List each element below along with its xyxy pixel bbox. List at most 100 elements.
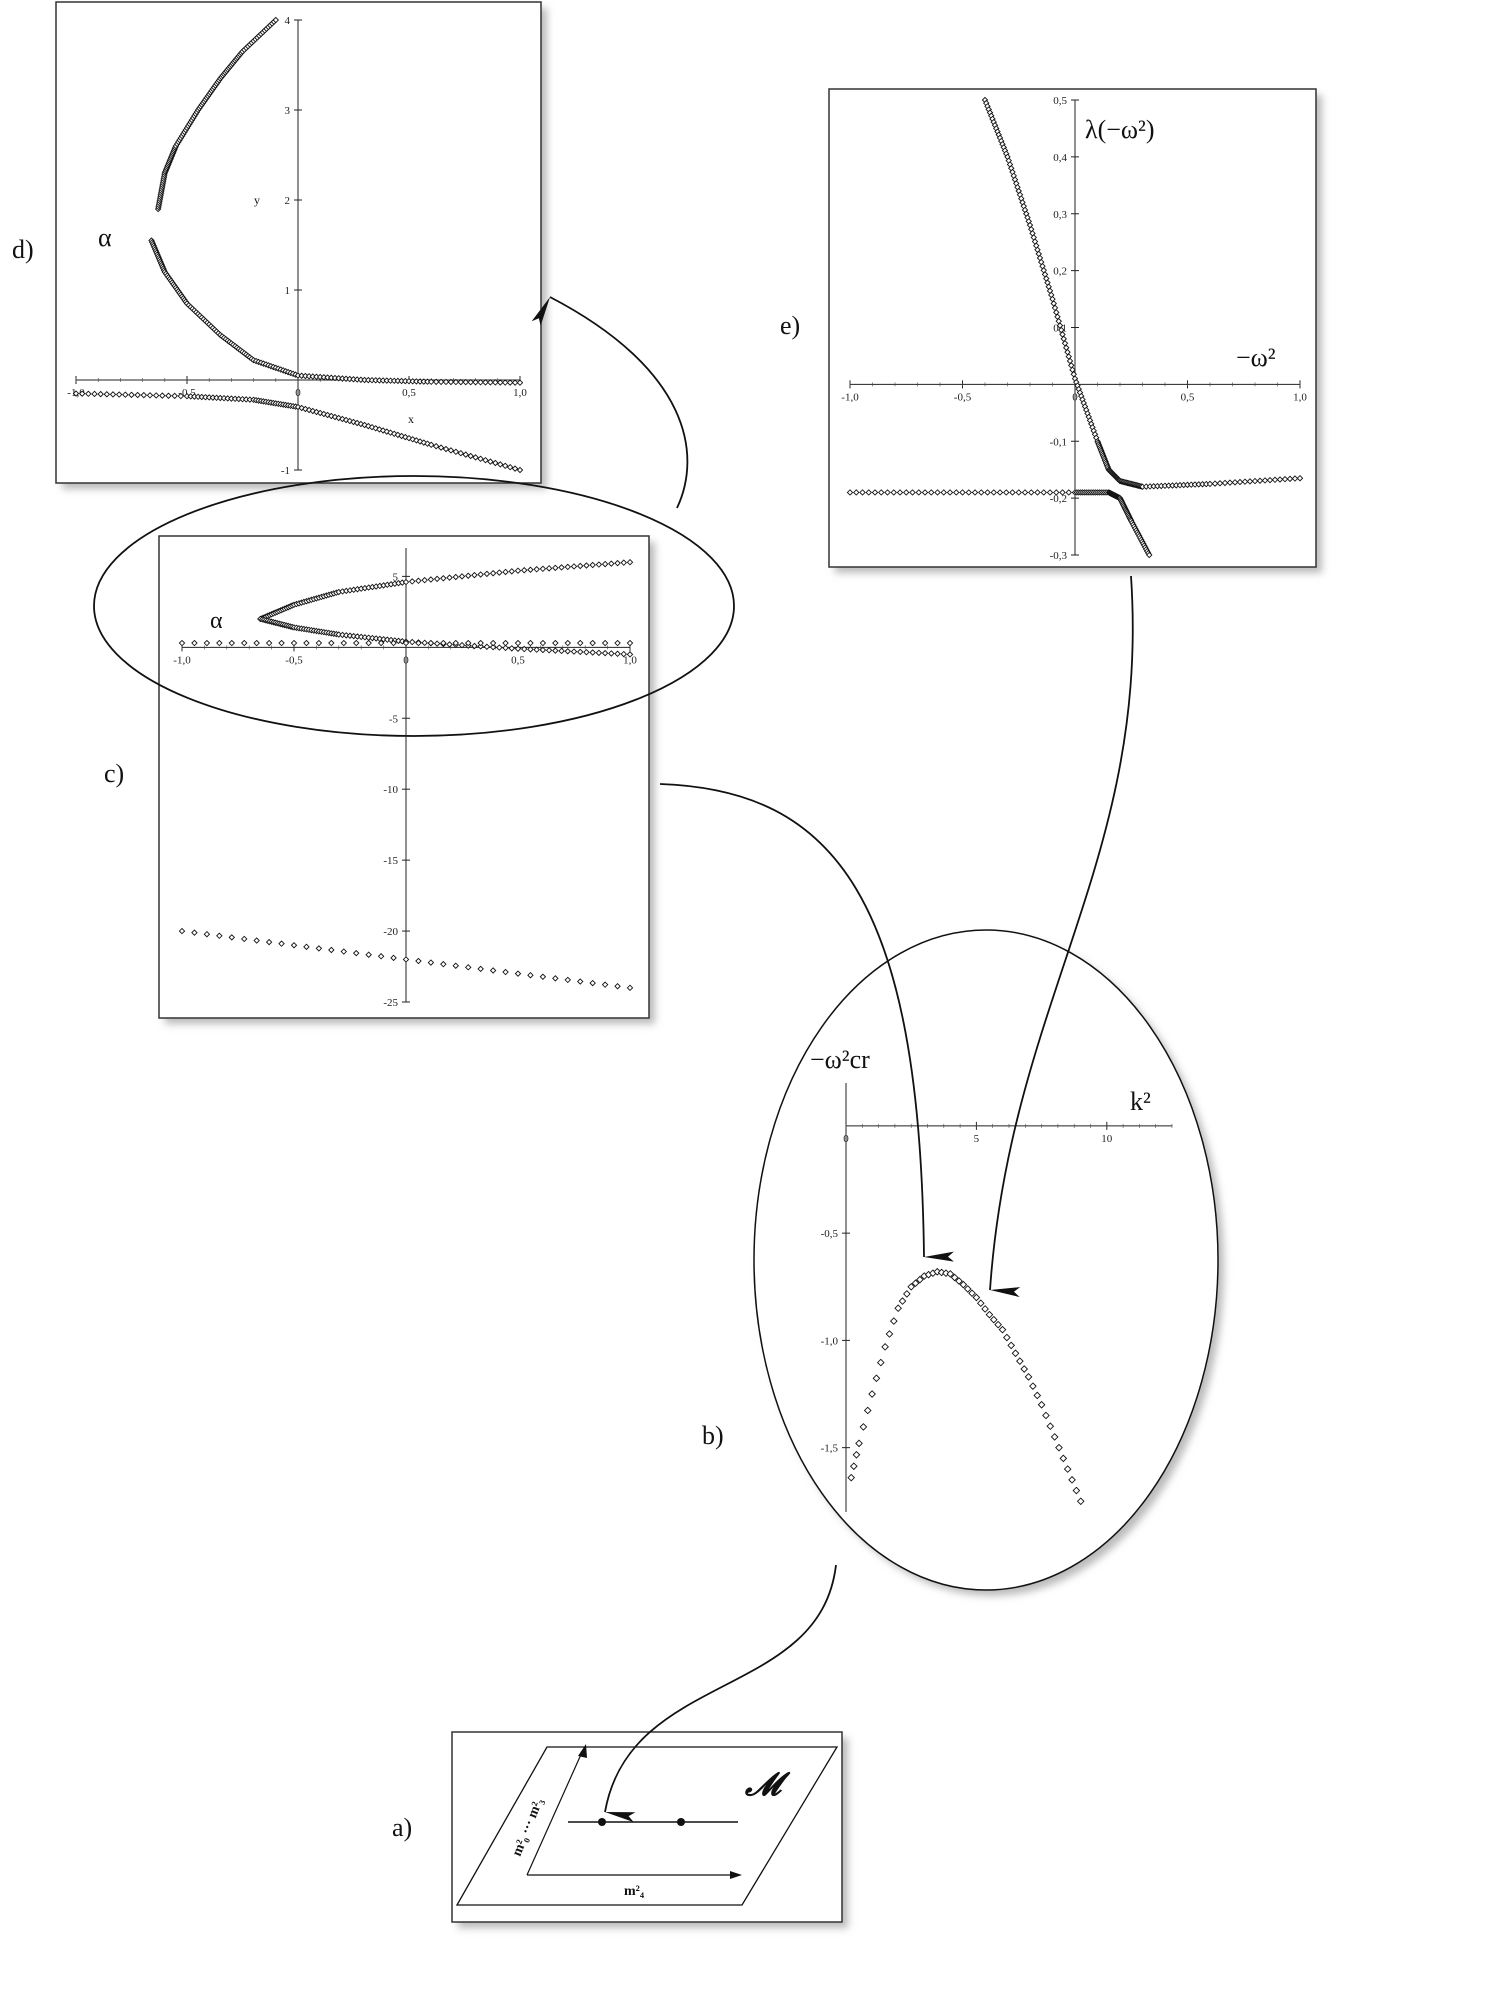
panel-letter-c: c) <box>104 759 124 788</box>
data-point <box>847 1473 856 1482</box>
panel-d-frame <box>55 1 547 489</box>
y-tick-label: 0,2 <box>1053 266 1067 278</box>
data-point <box>1276 476 1284 483</box>
data-point <box>365 639 372 647</box>
data-point <box>352 639 360 647</box>
data-point <box>442 445 450 453</box>
arrow-panel-b-to-panel-a <box>604 1564 837 1823</box>
data-point <box>446 574 453 581</box>
panel-b-frame <box>753 929 1224 1596</box>
data-point <box>903 1290 911 1298</box>
data-point <box>1003 489 1010 496</box>
data-point <box>165 392 172 399</box>
data-point <box>352 949 360 957</box>
data-point <box>477 643 484 650</box>
data-point <box>146 392 154 399</box>
y-tick-label: -0,5 <box>821 1228 839 1240</box>
data-point <box>472 379 479 386</box>
data-point <box>462 378 469 386</box>
data-point <box>909 489 916 496</box>
data-point <box>457 449 465 457</box>
y-tick-label: 0,5 <box>1053 95 1067 107</box>
data-point <box>109 391 117 398</box>
series-1 <box>154 16 280 213</box>
data-point <box>489 967 497 974</box>
data-point <box>552 564 559 572</box>
panel-e-axes: -1,0-0,500,51,00,50,40,30,20,1-0,1-0,2-0… <box>841 95 1307 562</box>
panel-b-ylabel: −ω²cr <box>810 1045 870 1074</box>
data-point <box>889 1317 898 1325</box>
data-point <box>290 639 298 647</box>
data-point <box>1046 1422 1055 1431</box>
data-point <box>1076 1497 1085 1506</box>
data-point <box>868 1390 876 1398</box>
data-point <box>191 639 198 647</box>
data-point <box>489 569 497 577</box>
data-point <box>447 378 455 386</box>
data-point <box>1266 476 1274 484</box>
parameter-plane <box>455 1746 839 1906</box>
y-tick-label: 0,3 <box>1053 209 1067 221</box>
parameter-point-2 <box>677 1818 685 1826</box>
data-point <box>527 639 534 647</box>
data-point <box>446 641 453 648</box>
data-point <box>865 489 872 496</box>
panel-b-xlabel: k² <box>1130 1087 1151 1116</box>
data-point <box>477 379 484 386</box>
data-point <box>1021 489 1029 496</box>
data-point <box>128 391 135 399</box>
data-point <box>996 489 1004 496</box>
data-point <box>365 951 372 958</box>
data-point <box>408 638 416 646</box>
x-tick-label: 5 <box>974 1133 980 1145</box>
data-point <box>601 981 609 988</box>
y-tick-label: -0,2 <box>1050 493 1067 505</box>
y-tick-label: -15 <box>383 855 398 867</box>
data-point <box>502 968 509 976</box>
data-point <box>361 634 369 641</box>
data-point <box>452 639 460 647</box>
data-point <box>896 489 904 496</box>
data-point <box>427 959 435 966</box>
data-point <box>372 425 379 432</box>
data-point <box>620 559 628 566</box>
data-point <box>78 390 86 397</box>
data-point <box>1256 477 1264 484</box>
data-point <box>415 577 422 585</box>
data-point <box>985 1310 994 1319</box>
data-point <box>976 1299 985 1308</box>
data-point <box>427 378 435 386</box>
data-point <box>570 563 578 570</box>
data-point <box>898 1297 907 1305</box>
data-point <box>134 391 141 399</box>
data-point <box>502 639 509 647</box>
data-point <box>1050 1433 1059 1441</box>
data-point <box>614 650 621 658</box>
data-point <box>1046 489 1054 496</box>
x-tick-label: 0,5 <box>1181 391 1195 403</box>
data-point <box>501 379 509 386</box>
data-point <box>433 640 441 647</box>
panel-d-ylabel: y <box>254 193 260 207</box>
series-1 <box>257 558 634 623</box>
panel-c-alpha: α <box>210 608 223 634</box>
y-tick-label: -5 <box>389 713 399 725</box>
data-point <box>978 489 985 496</box>
data-point <box>903 489 910 496</box>
data-point <box>1028 489 1035 496</box>
data-point <box>458 641 466 649</box>
data-point <box>520 645 528 653</box>
data-point <box>946 489 954 496</box>
data-point <box>395 637 402 645</box>
data-point <box>570 648 578 655</box>
data-point <box>377 953 385 960</box>
data-point <box>91 390 98 398</box>
data-point <box>452 378 460 386</box>
series-1 <box>847 1267 1085 1506</box>
data-point <box>502 644 509 652</box>
data-point <box>921 489 929 496</box>
data-point <box>278 940 285 947</box>
data-point <box>140 391 148 399</box>
series-3 <box>72 390 524 474</box>
